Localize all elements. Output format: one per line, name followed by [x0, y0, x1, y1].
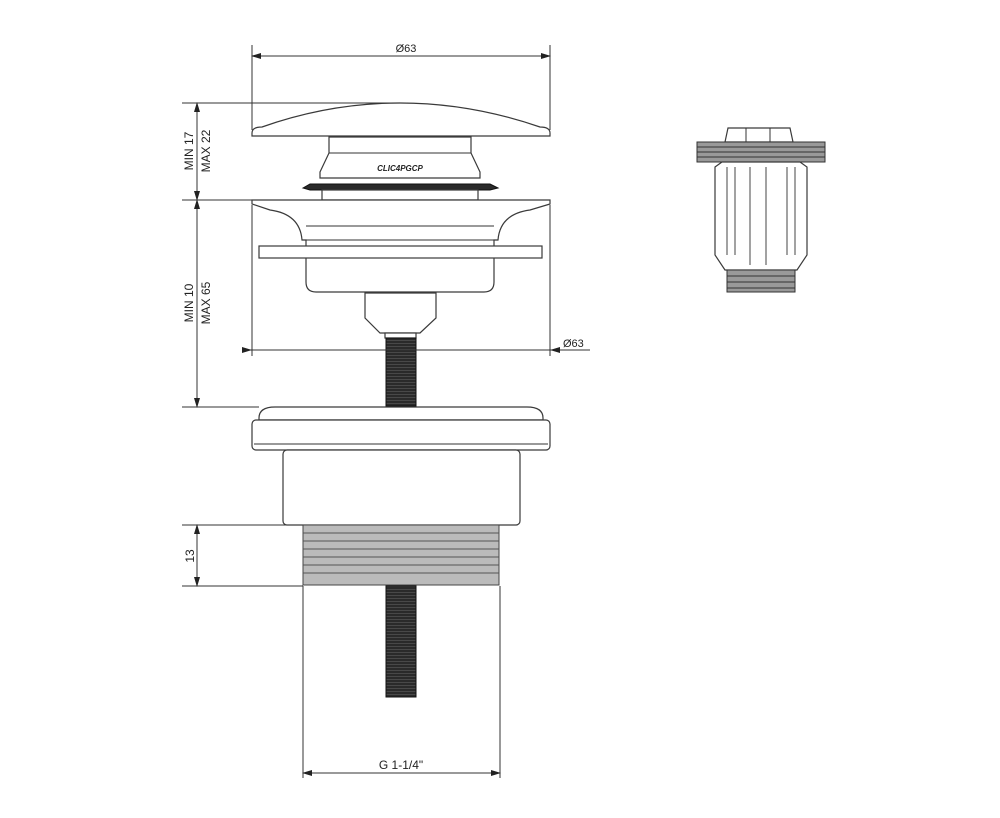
thread-length-label: 13 [183, 549, 197, 563]
threaded-rod-lower [385, 585, 417, 698]
thread-size-label: G 1-1/4" [379, 758, 423, 772]
height-dimensions: MIN 17 MAX 22 MIN 10 MAX 65 13 [182, 102, 400, 587]
upper-flange [251, 199, 551, 407]
threaded-rod-upper [385, 337, 417, 407]
body-height-max-label: MAX 65 [199, 281, 213, 324]
cartridge-detail [696, 127, 826, 293]
waste-body [251, 406, 551, 698]
flange-diameter-label: Ø63 [563, 338, 584, 350]
cap-height-min-label: MIN 17 [182, 131, 196, 170]
cap-diameter-label: Ø63 [396, 43, 417, 55]
flange-diameter-dimension: Ø63 [242, 205, 590, 356]
thread-size-dimension: G 1-1/4" [302, 586, 501, 778]
cap-height-max-label: MAX 22 [199, 129, 213, 172]
body-thread [302, 524, 500, 586]
body-height-min-label: MIN 10 [182, 283, 196, 322]
part-label: CLIC4PGCP [377, 164, 423, 173]
top-diameter-dimension: Ø63 [251, 43, 551, 130]
pop-up-cap: CLIC4PGCP [251, 102, 551, 201]
